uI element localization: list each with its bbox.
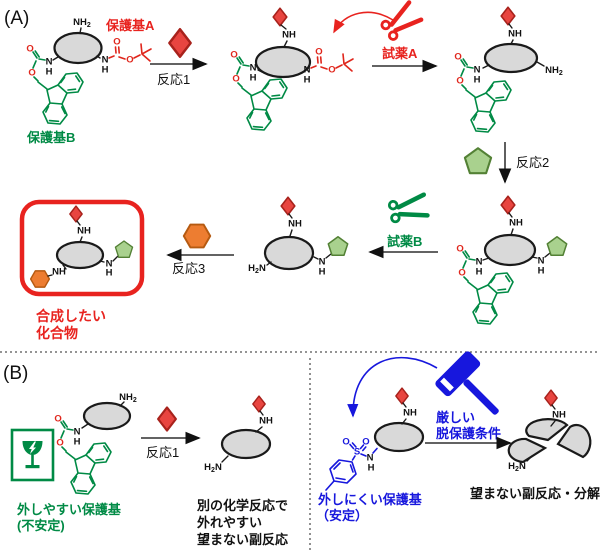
hexagon-reagent	[182, 223, 212, 249]
side-reaction-text-line1: 別の化学反応で	[196, 498, 288, 513]
nh-label: NH	[403, 408, 417, 419]
nh-label: NH	[552, 410, 566, 421]
nh-label: NH	[282, 30, 296, 41]
nh-label: NH	[52, 267, 66, 278]
protecting-group-b-label: 保護基B	[26, 130, 75, 145]
diamond-reagent	[168, 28, 192, 58]
hydrogen-label: H	[319, 267, 326, 278]
nh-label: NH	[77, 226, 91, 237]
target-compound-label-line1: 合成したい	[36, 308, 106, 324]
amine-nh2-label: NH2	[73, 17, 91, 29]
diamond-group	[280, 196, 296, 216]
tosyl-group	[325, 435, 378, 491]
easy-protecting-group-label-line1: 外しやすい保護基	[16, 502, 122, 517]
amine-h2n-label: H2N	[204, 462, 222, 474]
amine-h2n-label: H2N	[248, 263, 266, 275]
carrier-fragment	[525, 418, 569, 442]
molecule-a4: NH N H	[455, 195, 568, 325]
carrier-ellipse	[254, 45, 312, 79]
harsh-condition-label-line2: 脱保護条件	[436, 426, 501, 441]
carrier-ellipse	[55, 240, 105, 270]
scissors-icon	[389, 195, 428, 223]
reaction3-label: 反応3	[172, 261, 205, 276]
nitrogen-label: N	[538, 256, 545, 267]
molecule-b2: NH H2N	[204, 395, 273, 474]
molecule-b4-decomposed: NH H2N	[507, 389, 592, 473]
harsh-condition-label-line1: 厳しい	[436, 410, 475, 425]
molecule-b1: NH2	[53, 392, 137, 495]
side-reaction-text-line2: 外れやすい	[196, 515, 262, 530]
diamond-group	[500, 195, 516, 215]
decomposition-label: 望まない副反応・分解	[470, 486, 600, 501]
pentagon-group	[114, 240, 134, 258]
nitrogen-label: N	[106, 259, 113, 270]
scissors-icon	[380, 3, 422, 41]
nh-label: NH	[288, 219, 302, 230]
carrier-ellipse	[373, 421, 425, 453]
carrier-ellipse	[483, 233, 537, 267]
molecule-a3: NH NH2	[453, 6, 563, 133]
nh-label: NH	[509, 218, 523, 229]
amine-h2n-label: H2N	[508, 461, 526, 473]
nh-label: NH	[259, 416, 273, 427]
reagent-a-label: 試薬A	[382, 46, 418, 61]
cleavage-curved-arrow	[333, 11, 394, 34]
diamond-group	[395, 387, 409, 405]
amine-nh2-label: NH2	[545, 65, 563, 77]
harsh-attack-curved-arrow	[347, 356, 438, 418]
carrier-ellipse	[53, 31, 103, 65]
nitrogen-label: N	[319, 257, 326, 268]
diamond-group	[500, 6, 516, 26]
hard-protecting-group-label-line1: 外しにくい保護基	[317, 492, 423, 507]
molecule-a1: NH2	[25, 17, 152, 125]
carrier-fragment	[507, 437, 548, 464]
pentagon-reagent	[463, 147, 493, 175]
carrier-fragment	[556, 423, 592, 459]
diamond-group	[272, 7, 288, 27]
carrier-ellipse	[263, 235, 315, 271]
hydrogen-label: H	[106, 268, 113, 279]
carrier-ellipse	[220, 428, 272, 460]
boc-group	[302, 45, 354, 87]
pentagon-group	[327, 236, 349, 257]
molecule-a6-target: NH NH N H	[29, 205, 134, 288]
hard-protecting-group-label-line2: （安定）	[316, 508, 368, 523]
target-compound-box	[19, 199, 145, 297]
boc-group	[100, 35, 152, 77]
carrier-ellipse	[82, 401, 132, 431]
hexagon-group	[29, 270, 51, 288]
b-reaction1-label: 反応1	[146, 445, 179, 460]
target-compound-label-line2: 化合物	[36, 325, 78, 341]
carrier-ellipse	[483, 42, 539, 74]
diamond-group	[252, 395, 266, 413]
amine-nh2-label: NH2	[119, 392, 137, 404]
nh-label: NH	[508, 29, 522, 40]
panel-b-label: (B)	[3, 363, 28, 384]
molecule-a2: NH	[229, 7, 354, 131]
side-reaction-text-line3: 望まない副反応	[197, 532, 288, 547]
pentagon-group	[546, 236, 568, 257]
fragile-glass-icon	[10, 428, 55, 482]
protecting-group-a-label: 保護基A	[105, 18, 155, 33]
hydrogen-label: H	[538, 266, 545, 277]
molecule-a5: NH H2N N H	[248, 196, 349, 278]
reagent-b-label: 試薬B	[387, 234, 422, 249]
panel-a-label: (A)	[4, 8, 29, 29]
reaction1-label: 反応1	[157, 72, 190, 87]
molecule-b3: NH	[325, 387, 425, 491]
diamond-reagent	[157, 406, 177, 432]
diamond-group	[544, 389, 558, 407]
reaction2-label: 反応2	[516, 155, 549, 170]
diamond-group	[69, 205, 83, 223]
easy-protecting-group-label-line2: (不安定)	[17, 518, 65, 533]
